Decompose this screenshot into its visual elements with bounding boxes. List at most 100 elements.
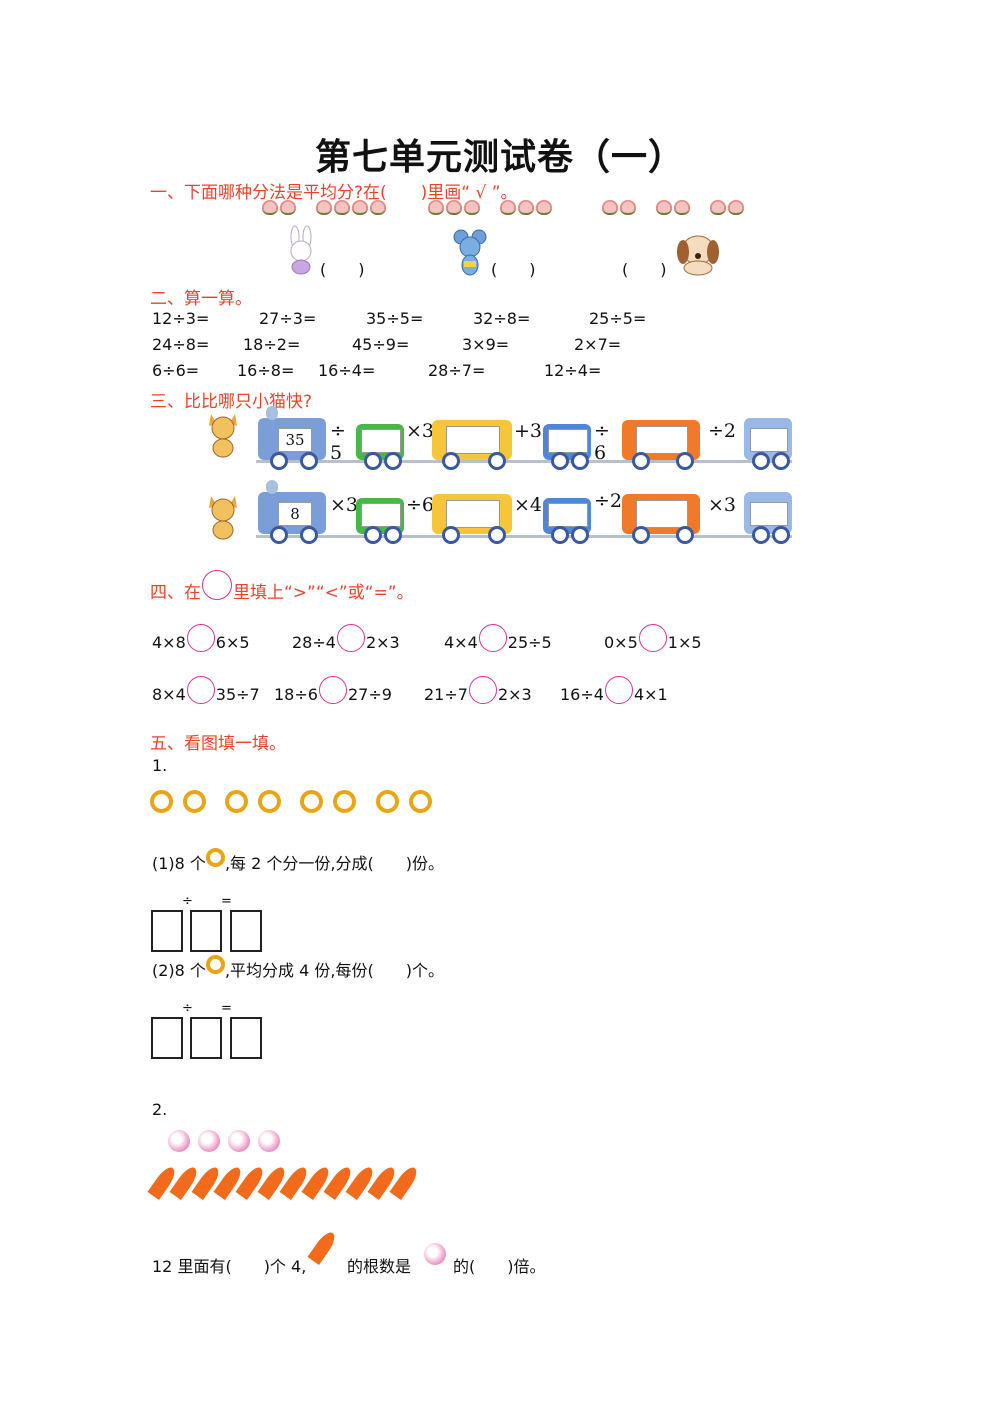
wheel: [571, 452, 589, 470]
wheel: [551, 452, 569, 470]
compare-left: 21÷7: [424, 685, 468, 704]
compare-left: 16÷4: [560, 685, 604, 704]
peach-icon: [620, 200, 636, 215]
answer-paren-rabbit[interactable]: ( ): [320, 260, 365, 279]
answer-box[interactable]: [750, 502, 788, 526]
answer-box[interactable]: [151, 1017, 183, 1059]
ring-icon: [408, 790, 432, 813]
page-title: 第七单元测试卷（一）: [314, 136, 685, 178]
question-2-text-a: 12 里面有( )个 4,: [152, 1257, 307, 1276]
answer-box[interactable]: [361, 429, 401, 453]
peach-icon: [710, 200, 727, 215]
answer-paren-dog[interactable]: ( ): [622, 260, 667, 279]
ring-icon: [258, 790, 282, 813]
calc-item: 12÷4=: [544, 361, 602, 380]
radish-icon: [168, 1130, 190, 1152]
compare-right: 27÷9: [347, 685, 392, 704]
compare-circle[interactable]: [336, 624, 365, 652]
answer-box[interactable]: [446, 426, 500, 454]
wheel: [632, 526, 650, 544]
chimney: [266, 406, 278, 420]
answer-box[interactable]: [446, 500, 500, 528]
wheel: [300, 526, 318, 544]
peach-icon: [280, 200, 296, 215]
train-op: ÷6: [406, 494, 435, 516]
train-op: ÷2: [594, 490, 623, 512]
compare-left: 8×4: [152, 685, 186, 704]
radish-icon: [198, 1130, 220, 1152]
answer-box[interactable]: [636, 500, 688, 528]
answer-box[interactable]: [636, 426, 688, 454]
compare-item: 18÷6 27÷9: [274, 676, 392, 704]
radish-icon: [228, 1130, 250, 1152]
compare-left: 18÷6: [274, 685, 318, 704]
answer-box[interactable]: [190, 910, 222, 952]
compare-circle[interactable]: [318, 676, 347, 704]
q1b-text-a: (2)8 个: [152, 961, 206, 980]
radish-icon: [258, 1130, 280, 1152]
divide-sign: ÷: [182, 894, 193, 909]
compare-left: 28÷4: [292, 633, 336, 652]
peach-group-2: [428, 200, 554, 219]
ring-icon: [333, 790, 357, 813]
compare-circle[interactable]: [478, 624, 507, 652]
answer-paren-mouse[interactable]: ( ): [491, 260, 536, 279]
compare-right: 4×1: [633, 685, 668, 704]
answer-box[interactable]: [230, 910, 262, 952]
wheel: [551, 526, 569, 544]
calc-item: 24÷8=: [152, 335, 210, 354]
wheel: [270, 526, 288, 544]
answer-box[interactable]: [548, 503, 588, 527]
mouse-icon: [453, 229, 487, 276]
equals-sign: =: [221, 1001, 232, 1016]
answer-box[interactable]: [361, 503, 401, 527]
compare-left: 0×5: [604, 633, 638, 652]
compare-circle[interactable]: [604, 676, 633, 704]
q1a-text-a: (1)8 个: [152, 854, 206, 873]
compare-right: 35÷7: [215, 685, 260, 704]
answer-box[interactable]: [750, 428, 788, 452]
train-start-number: 35: [278, 428, 312, 452]
answer-box[interactable]: [230, 1017, 262, 1059]
train-op: ÷ 6: [594, 420, 610, 464]
peach-icon: [656, 200, 673, 215]
rail-line: [256, 535, 792, 538]
compare-circle[interactable]: [468, 676, 497, 704]
wheel: [676, 452, 694, 470]
wheel: [772, 526, 790, 544]
compare-circle[interactable]: [186, 676, 215, 704]
divide-sign: ÷: [182, 1001, 193, 1016]
chimney: [266, 480, 278, 494]
wheel: [442, 452, 460, 470]
question-2-text-c: 的( )倍。: [453, 1257, 546, 1276]
peach-icon: [500, 200, 517, 215]
equals-sign: =: [221, 894, 232, 909]
ring-icon: [183, 790, 207, 813]
answer-box[interactable]: [190, 1017, 222, 1059]
answer-box[interactable]: [151, 910, 183, 952]
carrot-icon: [307, 1229, 339, 1265]
calc-item: 45÷9=: [352, 335, 410, 354]
compare-circle[interactable]: [638, 624, 667, 652]
calc-item: 12÷3=: [152, 309, 210, 328]
wheel: [752, 452, 770, 470]
calc-item: 35÷5=: [366, 309, 424, 328]
wheel: [676, 526, 694, 544]
peach-icon: [352, 200, 369, 215]
question-1-1: (1)8 个,每 2 个分一份,分成( )份。: [152, 848, 444, 874]
calc-item: 25÷5=: [589, 309, 647, 328]
ring-icon: [205, 848, 225, 867]
calc-item: 28÷7=: [428, 361, 486, 380]
calc-item: 32÷8=: [473, 309, 531, 328]
wheel: [488, 452, 506, 470]
peach-icon: [446, 200, 462, 215]
answer-box[interactable]: [548, 429, 588, 453]
question-number: 2.: [152, 1100, 168, 1119]
section-4-heading-a: 四、在: [150, 583, 201, 603]
wheel: [384, 452, 402, 470]
compare-circle[interactable]: [186, 624, 215, 652]
circle-icon: [202, 570, 232, 600]
compare-right: 2×3: [497, 685, 532, 704]
question-1-2: (2)8 个,平均分成 4 份,每份( )个。: [152, 955, 444, 981]
